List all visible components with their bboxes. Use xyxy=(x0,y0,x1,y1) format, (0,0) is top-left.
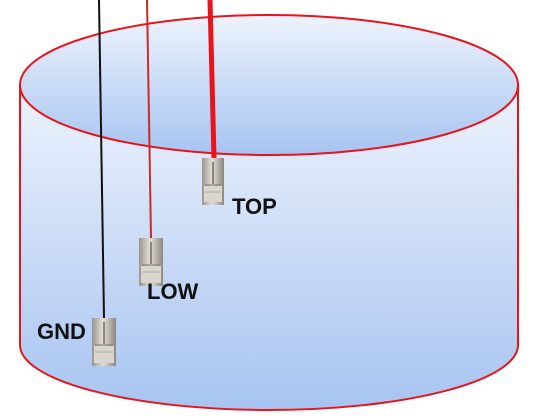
gnd-wire xyxy=(98,0,105,319)
top-probe-label: TOP xyxy=(232,194,277,219)
gnd-sensor-icon xyxy=(92,318,116,366)
low-wire xyxy=(146,0,152,239)
tank-body xyxy=(19,84,519,411)
tank-top-rim xyxy=(19,14,519,156)
top-wire xyxy=(207,0,217,159)
top-sensor-icon xyxy=(202,158,224,205)
low-probe-label: LOW xyxy=(147,279,199,304)
gnd-probe-label: GND xyxy=(37,319,86,344)
low-sensor-icon xyxy=(139,238,163,286)
